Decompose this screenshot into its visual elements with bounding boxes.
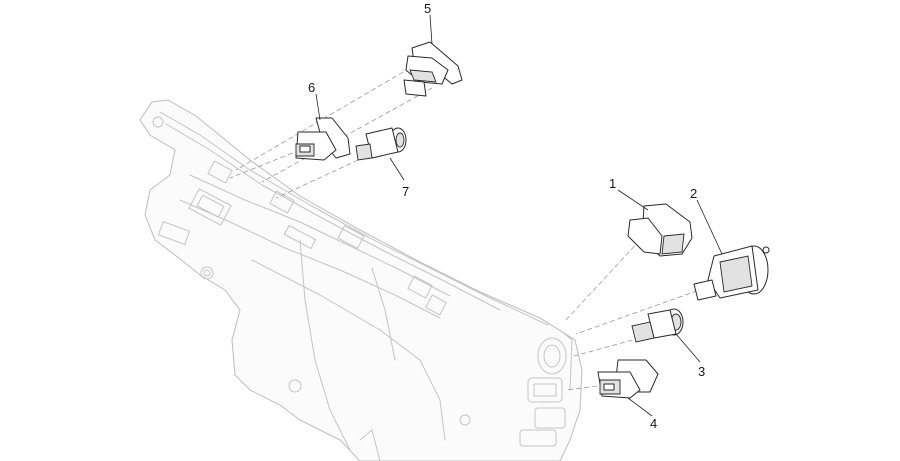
callout-6: 6 — [308, 80, 315, 95]
callout-4: 4 — [650, 416, 657, 431]
callout-labels: 5 6 7 1 2 3 4 — [308, 1, 705, 431]
assembly-lines — [229, 67, 706, 391]
part-1-switch-housing[interactable] — [617, 189, 693, 257]
part-7-round-button[interactable] — [355, 127, 407, 181]
callout-3: 3 — [698, 364, 705, 379]
callout-2: 2 — [690, 186, 697, 201]
part-4-toggle-switch[interactable] — [597, 359, 659, 417]
part-2-rocker-switch[interactable] — [693, 199, 770, 301]
callout-5: 5 — [424, 1, 431, 16]
part-6-switch-module[interactable] — [295, 93, 351, 161]
part-3-push-button[interactable] — [631, 308, 701, 363]
callout-7: 7 — [402, 184, 409, 199]
callout-1: 1 — [609, 176, 616, 191]
handlebar-cover-body — [139, 99, 583, 461]
part-5-flanged-switch[interactable] — [403, 14, 463, 97]
